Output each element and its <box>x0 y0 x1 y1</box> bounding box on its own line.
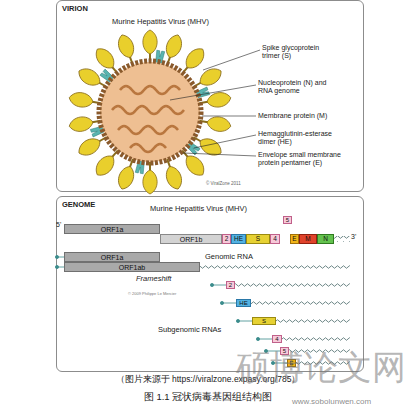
gene-box: S <box>246 234 270 244</box>
gene-label: 5 <box>286 217 289 223</box>
panel-heading: GENOME <box>62 200 95 209</box>
copyright-note: © ViralZone 2011 <box>206 181 241 186</box>
frameshift-note: Frameshift <box>136 275 171 284</box>
virus-name: Murine Hepatitis Virus (MHV) <box>150 205 247 214</box>
gene-box: ORF1a <box>64 252 160 262</box>
rna-label: Genomic RNA <box>205 253 253 262</box>
gene-label: HE <box>234 236 243 243</box>
gene-label: M <box>305 236 310 243</box>
gene-box: ORF1a <box>64 224 160 234</box>
panel-frame: GENOMEORF1aORF1b2HES45EMNORF1aORF1ab2HES… <box>56 196 364 372</box>
gene-label: ORF1b <box>180 236 203 243</box>
rna-label: Subgenomic RNAs <box>158 326 221 335</box>
watermark-url: www.sobolunwen.com <box>292 397 371 406</box>
gene-box: HE <box>231 234 246 244</box>
gene-label: E <box>292 236 296 243</box>
gene-box: ORF1ab <box>64 262 200 272</box>
gene-box: M <box>299 234 317 244</box>
virus-name: Murine Hepatitis Virus (MHV) <box>112 18 209 27</box>
gene-label: ORF1a <box>101 254 124 261</box>
gene-label: 4 <box>275 336 278 342</box>
part-label: Envelope small membrane protein pentamer… <box>258 151 364 167</box>
part-label: Spike glycoprotein trimer (S) <box>262 44 337 60</box>
gene-label: HE <box>239 300 247 306</box>
part-label: Nucleoprotein (N) and RNA genome <box>258 79 330 95</box>
gene-label: ORF1ab <box>119 264 145 271</box>
gene-label: ORF1a <box>101 226 124 233</box>
gene-box: 5 <box>283 216 292 224</box>
part-label: Hemagglutinin-esterase dimer (HE) <box>258 130 346 146</box>
end-label: 5' <box>56 221 61 229</box>
gene-label: 2 <box>229 282 232 288</box>
copyright-note: © 2009 Philippe Le Mercier <box>128 292 176 297</box>
panel-heading: VIRION <box>62 4 88 13</box>
gene-box: E <box>290 234 299 244</box>
gene-box: 4 <box>272 335 282 343</box>
gene-label: S <box>256 236 260 243</box>
gene-label: S <box>262 318 266 324</box>
watermark: 硕博论文网 <box>236 348 406 387</box>
gene-box: 4 <box>270 234 280 244</box>
gene-label: 4 <box>273 236 277 243</box>
gene-label: 2 <box>225 236 229 243</box>
gene-box: S <box>252 317 276 325</box>
gene-box: HE <box>236 299 251 307</box>
gene-box: ORF1b <box>160 234 222 244</box>
figure-caption: 图 1.1 冠状病毒基因组结构图 <box>0 392 416 403</box>
gene-box: 2 <box>222 234 231 244</box>
gene-box: N <box>317 234 334 244</box>
gene-label: N <box>323 236 328 243</box>
part-label: Membrane protein (M) <box>258 112 327 120</box>
end-label: 3' <box>351 233 356 241</box>
gene-box: 2 <box>226 281 235 289</box>
